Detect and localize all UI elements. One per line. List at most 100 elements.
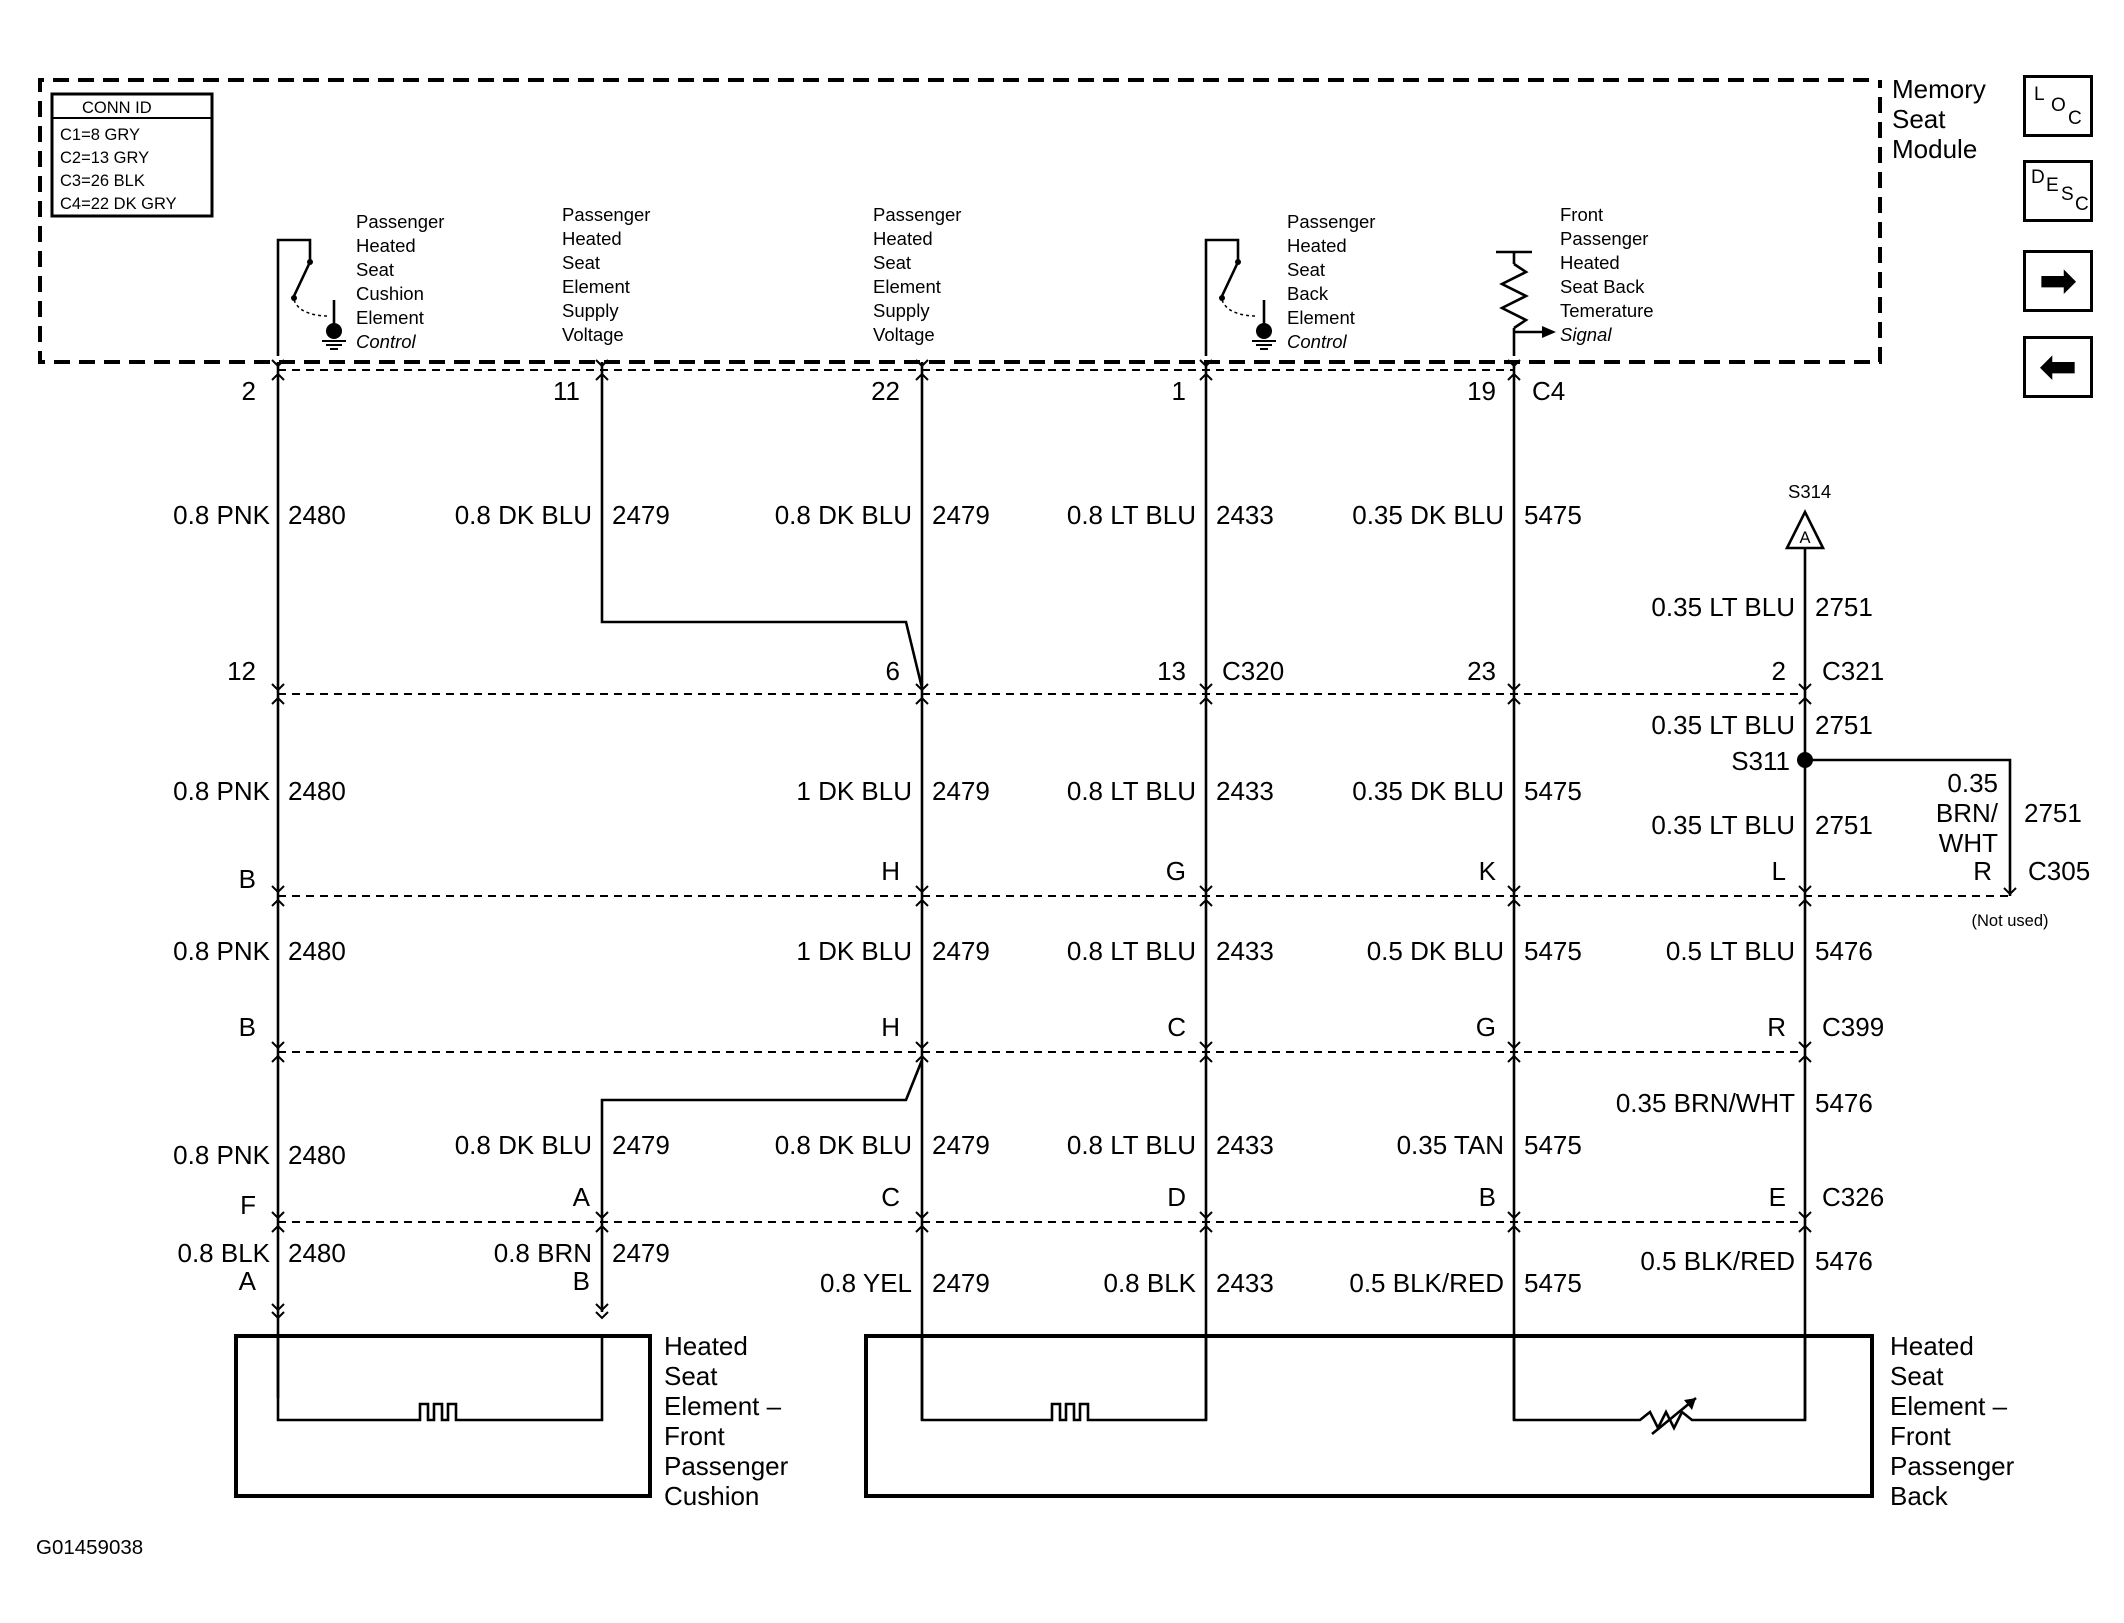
label-line: Seat Back [1560, 276, 1645, 297]
label-line: Cushion [356, 283, 424, 304]
cushion-element-pins: A B [239, 1266, 590, 1296]
cushion-control-label: Passenger Heated Seat Cushion Element Co… [356, 211, 444, 352]
pin-label: 23 [1467, 656, 1496, 686]
back-control-switch-icon [1204, 238, 1276, 356]
label-line: Seat [873, 252, 911, 273]
loc-button[interactable]: L O C [2023, 75, 2093, 137]
label-line: Front [1890, 1421, 1951, 1451]
desc-letter: S [2061, 184, 2074, 205]
label-line: Passenger [873, 204, 961, 225]
wire-gauge-label: 0.35 DK BLU [1352, 500, 1504, 530]
label-line: Element – [1890, 1391, 2008, 1421]
desc-button[interactable]: D E S C [2023, 160, 2093, 222]
wire-circuit-label: 5476 [1815, 936, 1873, 966]
connector-c4-labels: 2 11 22 1 19 C4 [242, 376, 1566, 406]
wire-gauge-label: 0.8 DK BLU [775, 1130, 912, 1160]
loc-letter: C [2068, 108, 2082, 129]
connector-arrow-icon [1199, 359, 1213, 368]
connector-arrow-icon [595, 1224, 609, 1233]
connector-arrow-icon [2003, 887, 2017, 896]
connector-arrow-icon [595, 1211, 609, 1220]
connector-arrow-icon [1798, 1224, 1812, 1233]
next-page-button[interactable]: ➡ [2023, 250, 2093, 312]
wire-labels-row-3: 0.8 PNK 2480 1 DK BLU 2479 0.8 LT BLU 24… [173, 936, 1873, 966]
conn-id-title: CONN ID [82, 99, 152, 117]
label-line: Heated [873, 228, 933, 249]
label-line: Heated [1287, 235, 1347, 256]
wire-gauge-label: 0.35 DK BLU [1352, 776, 1504, 806]
wire-gauge-label: 0.8 LT BLU [1067, 936, 1196, 966]
connector-arrows [271, 359, 2017, 1320]
connector-arrow-icon [1507, 1211, 1521, 1220]
connector-arrow-icon [1507, 1041, 1521, 1050]
wire-gauge-label: 0.35 LT BLU [1651, 810, 1795, 840]
desc-letter: C [2075, 194, 2089, 215]
connector-arrow-icon [1507, 359, 1521, 368]
cushion-element-label: Heated Seat Element – Front Passenger Cu… [664, 1331, 789, 1511]
wire-gauge-label: 0.35 LT BLU [1651, 710, 1795, 740]
connector-arrow-icon [271, 359, 285, 368]
back-element [864, 1334, 1874, 1498]
pin-label: 1 [1172, 376, 1186, 406]
wire-gauge-label: 0.8 DK BLU [775, 500, 912, 530]
supply-voltage-label-1: Passenger Heated Seat Element Supply Vol… [562, 204, 650, 345]
label-line: Control [356, 331, 417, 352]
label-line: Element [873, 276, 941, 297]
wire-circuit-label: 2479 [932, 1130, 990, 1160]
pin-label: B [239, 1012, 256, 1042]
connector-arrow-icon [271, 1041, 285, 1050]
pin-label: G [1476, 1012, 1496, 1042]
connector-arrow-icon [271, 1054, 285, 1063]
wire-gauge-label: 0.35 [1947, 768, 1998, 798]
connector-arrow-icon [271, 683, 285, 692]
wire-labels-row-1: 0.8 PNK 2480 0.8 DK BLU 2479 0.8 DK BLU … [173, 500, 1873, 622]
pin-label: D [1167, 1182, 1186, 1212]
wire-circuit-label: 5475 [1524, 776, 1582, 806]
wire-gauge-label: 0.5 BLK/RED [1640, 1246, 1795, 1276]
label-line: Heated [356, 235, 416, 256]
wire-gauge-label: 0.5 DK BLU [1367, 936, 1504, 966]
pin-label: F [240, 1190, 256, 1220]
conn-id-item: C3=26 BLK [60, 172, 145, 190]
desc-letter: D [2031, 167, 2045, 188]
pin-label: 22 [871, 376, 900, 406]
connector-arrow-icon [1507, 898, 1521, 907]
splice-s314-label: S314 [1788, 481, 1831, 502]
connector-arrow-icon [595, 359, 609, 368]
pin-label: G [1166, 856, 1186, 886]
previous-page-button[interactable]: ⬅ [2023, 336, 2093, 398]
pin-label: A [239, 1266, 257, 1296]
wire-circuit-label: 2479 [932, 776, 990, 806]
not-used-note: (Not used) [1971, 912, 2048, 930]
wire-2479-cushion [600, 1059, 924, 1312]
wire-circuit-label: 2479 [612, 1130, 670, 1160]
wire-circuit-label: 5475 [1524, 1130, 1582, 1160]
wire-gauge-label: 0.35 LT BLU [1651, 592, 1795, 622]
temperature-signal-label: Front Passenger Heated Seat Back Temerat… [1560, 204, 1654, 345]
label-line: Element [356, 307, 424, 328]
module-name-line: Memory [1892, 74, 1986, 104]
wire-circuit-label: 2751 [2024, 798, 2082, 828]
back-control-label: Passenger Heated Seat Back Element Contr… [1287, 211, 1375, 352]
connector-arrow-icon [271, 1311, 285, 1320]
label-line: Passenger [1560, 228, 1648, 249]
wire-gauge-label: 0.8 LT BLU [1067, 776, 1196, 806]
label-line: Supply [873, 300, 930, 321]
wire-circuit-label: 2433 [1216, 500, 1274, 530]
wire-gauge-label: 0.8 BLK [177, 1238, 270, 1268]
pin-label: 2 [242, 376, 256, 406]
wire-gauge-label: 0.8 BLK [1103, 1268, 1196, 1298]
wire-circuit-label: 2480 [288, 776, 346, 806]
wire-gauge-label: 0.35 TAN [1397, 1130, 1504, 1160]
connector-c326-labels: F A C D B E C326 [240, 1182, 1884, 1220]
wire-gauge-label: 0.8 DK BLU [455, 500, 592, 530]
wire-circuit-label: 2433 [1216, 936, 1274, 966]
connector-arrow-icon [271, 1211, 285, 1220]
connector-arrow-icon [1507, 696, 1521, 705]
label-line: Voltage [562, 324, 624, 345]
wire-labels-row-2: 0.8 PNK 2480 1 DK BLU 2479 0.8 LT BLU 24… [173, 710, 2082, 858]
connector-arrow-icon [915, 1224, 929, 1233]
connector-arrow-icon [915, 359, 929, 368]
connector-arrow-icon [915, 696, 929, 705]
